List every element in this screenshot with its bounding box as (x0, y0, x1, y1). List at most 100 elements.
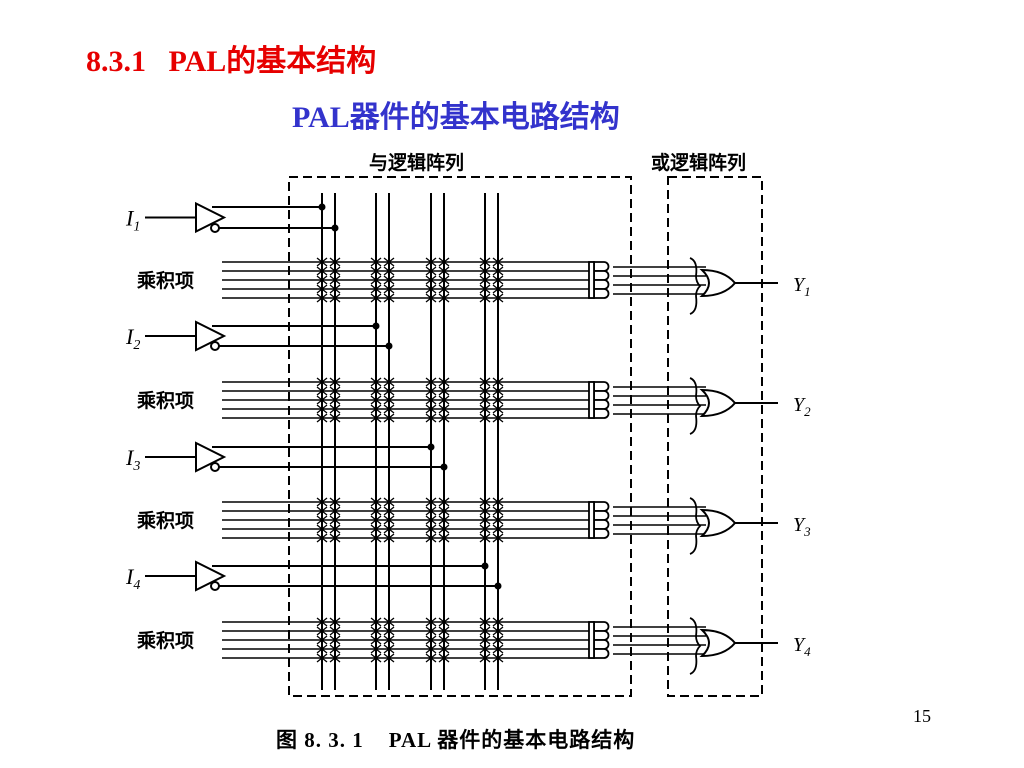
fuse-mark (438, 617, 450, 627)
output-label: Y4 (793, 634, 811, 659)
and-gate-input-bar (588, 381, 595, 419)
fuse-mark (329, 275, 341, 285)
page-number: 15 (913, 706, 931, 726)
product-term-label: 乘积项 (136, 630, 194, 652)
fuse-mark (316, 257, 328, 267)
and-gate (593, 279, 610, 290)
fuse-mark (492, 524, 504, 534)
fuse-mark (438, 644, 450, 654)
and-gate (593, 621, 610, 632)
fuse-mark (425, 515, 437, 525)
fuse-mark (329, 653, 341, 663)
fuse-mark (316, 386, 328, 396)
fuse-mark (383, 257, 395, 267)
fuse-mark (370, 266, 382, 276)
and-gate (593, 270, 610, 281)
fuse-mark (316, 395, 328, 405)
fuse-mark (316, 293, 328, 303)
and-gate (593, 639, 610, 650)
fuse-mark (425, 626, 437, 636)
or-input-brace (689, 257, 702, 315)
fuse-mark (329, 617, 341, 627)
junction-dot (494, 582, 502, 590)
fuse-mark (329, 284, 341, 294)
fuse-mark (492, 266, 504, 276)
inverter-bubble (210, 341, 220, 351)
inverter-bubble (210, 581, 220, 591)
fuse-mark (329, 257, 341, 267)
input-label-index: 3 (132, 459, 140, 474)
fuse-mark (316, 497, 328, 507)
fuse-mark (329, 644, 341, 654)
and-gate-input-bar (588, 261, 595, 299)
and-gate (593, 510, 610, 521)
fuse-mark (370, 635, 382, 645)
fuse-mark (316, 284, 328, 294)
fuse-mark (479, 386, 491, 396)
fuse-mark (438, 257, 450, 267)
fuse-mark (383, 644, 395, 654)
and-array-label: 与逻辑阵列 (369, 151, 464, 174)
fuse-mark (329, 413, 341, 423)
fuse-mark (479, 617, 491, 627)
fuse-mark (438, 377, 450, 387)
fuse-mark (425, 524, 437, 534)
and-array-frame (288, 176, 632, 697)
fuse-mark (479, 497, 491, 507)
fuse-mark (479, 653, 491, 663)
fuse-mark (425, 617, 437, 627)
fuse-mark (479, 533, 491, 543)
fuse-mark (479, 293, 491, 303)
fuse-mark (383, 635, 395, 645)
input-buffer (195, 441, 227, 473)
fuse-mark (383, 404, 395, 414)
fuse-mark (438, 404, 450, 414)
fuse-mark (425, 506, 437, 516)
input-buffer (195, 320, 227, 352)
junction-dot (372, 322, 380, 330)
fuse-mark (492, 533, 504, 543)
fuse-mark (370, 257, 382, 267)
input-buffer (195, 201, 227, 234)
fuse-mark (492, 644, 504, 654)
junction-dot (427, 443, 435, 451)
fuse-mark (438, 524, 450, 534)
fuse-mark (316, 515, 328, 525)
fuse-mark (316, 377, 328, 387)
fuse-mark (492, 404, 504, 414)
output-label: Y2 (793, 394, 811, 419)
fuse-mark (370, 533, 382, 543)
fuse-mark (492, 617, 504, 627)
and-gate (593, 519, 610, 530)
fuse-mark (479, 266, 491, 276)
fuse-mark (492, 386, 504, 396)
fuse-mark (370, 653, 382, 663)
fuse-mark (438, 266, 450, 276)
fuse-mark (492, 395, 504, 405)
fuse-mark (383, 266, 395, 276)
fuse-mark (425, 497, 437, 507)
fuse-mark (492, 497, 504, 507)
fuse-mark (370, 515, 382, 525)
fuse-mark (370, 644, 382, 654)
or-array-label: 或逻辑阵列 (651, 151, 746, 174)
fuse-mark (316, 635, 328, 645)
fuse-mark (479, 275, 491, 285)
junction-dot (440, 463, 448, 471)
output-label-index: 3 (803, 524, 811, 539)
fuse-mark (383, 284, 395, 294)
fuse-mark (383, 275, 395, 285)
fuse-mark (316, 266, 328, 276)
fuse-mark (425, 404, 437, 414)
fuse-mark (479, 404, 491, 414)
fuse-mark (492, 626, 504, 636)
fuse-mark (316, 533, 328, 543)
fuse-mark (329, 404, 341, 414)
fuse-mark (316, 626, 328, 636)
fuse-mark (316, 653, 328, 663)
fuse-mark (316, 506, 328, 516)
junction-dot (331, 224, 339, 232)
or-gate (699, 628, 737, 658)
fuse-mark (383, 533, 395, 543)
and-gate (593, 648, 610, 659)
